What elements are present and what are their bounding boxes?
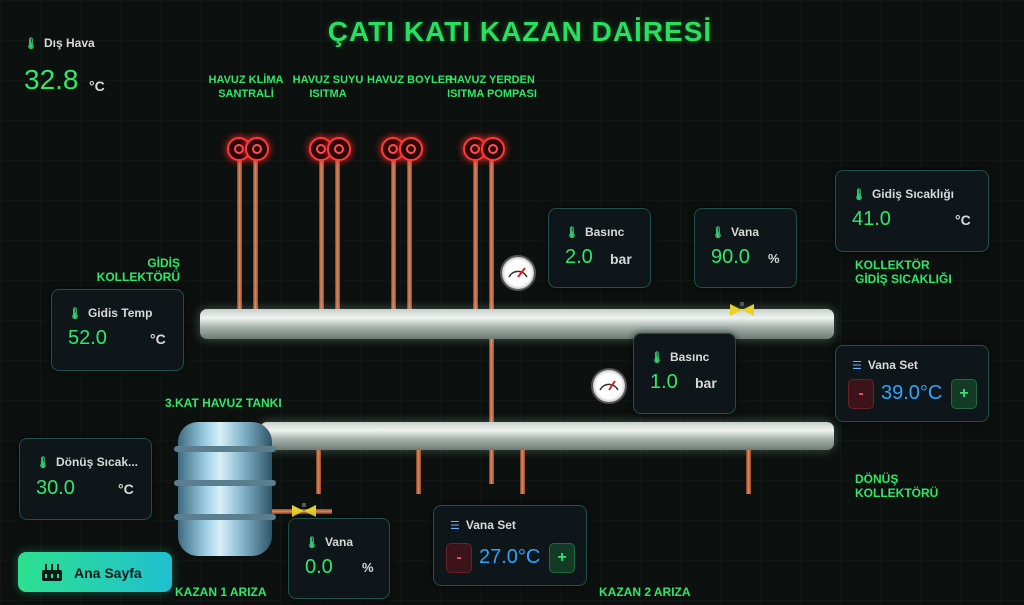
supply-temp-card-left: 🌡Gidis Temp 52.0 °C	[51, 289, 184, 371]
thermometer-icon: 🌡	[711, 227, 725, 239]
return-temp-value: 30.0	[36, 477, 75, 499]
valve-icon[interactable]	[291, 503, 317, 519]
sliders-icon: ☰	[852, 360, 862, 372]
valve-setpoint-right-value: 39.0°C	[881, 382, 943, 404]
pressure-gauge-icon	[591, 368, 627, 404]
tank-band	[174, 480, 276, 486]
pressure-top-unit: bar	[610, 251, 632, 267]
pressure-mid-value: 1.0	[650, 371, 678, 393]
pipe-vertical	[473, 158, 478, 310]
return-temp-unit: °C	[118, 481, 134, 497]
thermometer-icon: 🌡	[305, 537, 319, 549]
home-button[interactable]: Ana Sayfa	[18, 552, 172, 592]
return-temp-card: 🌡Dönüş Sıcak... 30.0 °C	[19, 438, 152, 520]
thermometer-icon: 🌡	[24, 38, 38, 50]
pipe-vertical	[319, 158, 324, 310]
valve-bottom-unit: %	[362, 560, 374, 575]
tank-band	[174, 446, 276, 452]
valve-setpoint-card-right: ☰Vana Set - 39.0°C +	[835, 345, 989, 422]
pipe-connector	[489, 338, 494, 422]
supply-temp-left-value: 52.0	[68, 327, 107, 349]
boiler-icon	[42, 564, 62, 581]
thermometer-icon: 🌡	[852, 189, 866, 201]
boiler1-fault-label: KAZAN 1 ARIZA	[175, 585, 267, 599]
home-button-label: Ana Sayfa	[74, 565, 142, 581]
valve-setpoint-card-bottom: ☰Vana Set - 27.0°C +	[433, 505, 587, 586]
valve-card-top: 🌡Vana 90.0 %	[694, 208, 797, 288]
pressure-mid-unit: bar	[695, 375, 717, 391]
outdoor-label: Dış Hava	[43, 36, 95, 50]
pump-icon[interactable]	[481, 137, 505, 161]
outdoor-value: 32.8	[24, 64, 79, 95]
thermometer-icon: 🌡	[68, 308, 82, 320]
valve-bottom-value: 0.0	[305, 556, 333, 578]
pump-icon[interactable]	[327, 137, 351, 161]
pipe-return-stub	[746, 450, 751, 494]
valve-icon[interactable]	[729, 302, 755, 318]
valve-setpoint-bottom-value: 27.0°C	[479, 546, 541, 568]
tank-band	[174, 514, 276, 520]
pipe-vertical	[253, 158, 258, 310]
increase-button[interactable]: +	[951, 379, 977, 409]
pump-icon[interactable]	[245, 137, 269, 161]
pump-label-boyler: HAVUZ BOYLER	[367, 74, 453, 86]
pipe-vertical	[489, 158, 494, 310]
supply-temp-left-unit: °C	[150, 331, 166, 347]
outdoor-unit: °C	[89, 78, 105, 94]
supply-temp-unit: °C	[955, 212, 971, 228]
pool-tank-label: 3.KAT HAVUZ TANKI	[165, 396, 282, 410]
boiler2-fault-label: KAZAN 2 ARIZA	[599, 585, 691, 599]
pipe-return-stub	[316, 450, 321, 494]
pipe-vertical	[391, 158, 396, 310]
decrease-button[interactable]: -	[446, 543, 472, 573]
thermometer-icon: 🌡	[650, 352, 664, 364]
return-collector-pipe	[260, 422, 834, 450]
outdoor-label-row: 🌡 Dış Hava	[24, 36, 95, 50]
valve-top-unit: %	[768, 251, 780, 266]
pipe-return-stub	[489, 450, 494, 484]
pressure-gauge-icon	[500, 255, 536, 291]
valve-top-value: 90.0	[711, 246, 750, 268]
pipe-vertical	[407, 158, 412, 310]
supply-temp-card: 🌡Gidiş Sıcaklığı 41.0 °C	[835, 170, 989, 252]
thermometer-icon: 🌡	[36, 457, 50, 469]
sliders-icon: ☰	[450, 520, 460, 532]
page-title: ÇATI KATI KAZAN DAİRESİ	[327, 16, 713, 47]
decrease-button[interactable]: -	[848, 379, 874, 409]
pipe-return-stub	[520, 450, 525, 494]
pipe-vertical	[335, 158, 340, 310]
pressure-top-value: 2.0	[565, 246, 593, 268]
increase-button[interactable]: +	[549, 543, 575, 573]
pipe-return-stub	[416, 450, 421, 494]
thermometer-icon: 🌡	[565, 227, 579, 239]
valve-card-bottom: 🌡Vana 0.0 %	[288, 518, 390, 599]
pressure-card-top: 🌡Basınc 2.0 bar	[548, 208, 651, 288]
pool-tank	[178, 422, 272, 556]
pump-icon[interactable]	[399, 137, 423, 161]
pressure-card-mid: 🌡Basınc 1.0 bar	[633, 333, 736, 414]
supply-temp-value: 41.0	[852, 208, 891, 230]
pipe-vertical	[237, 158, 242, 310]
